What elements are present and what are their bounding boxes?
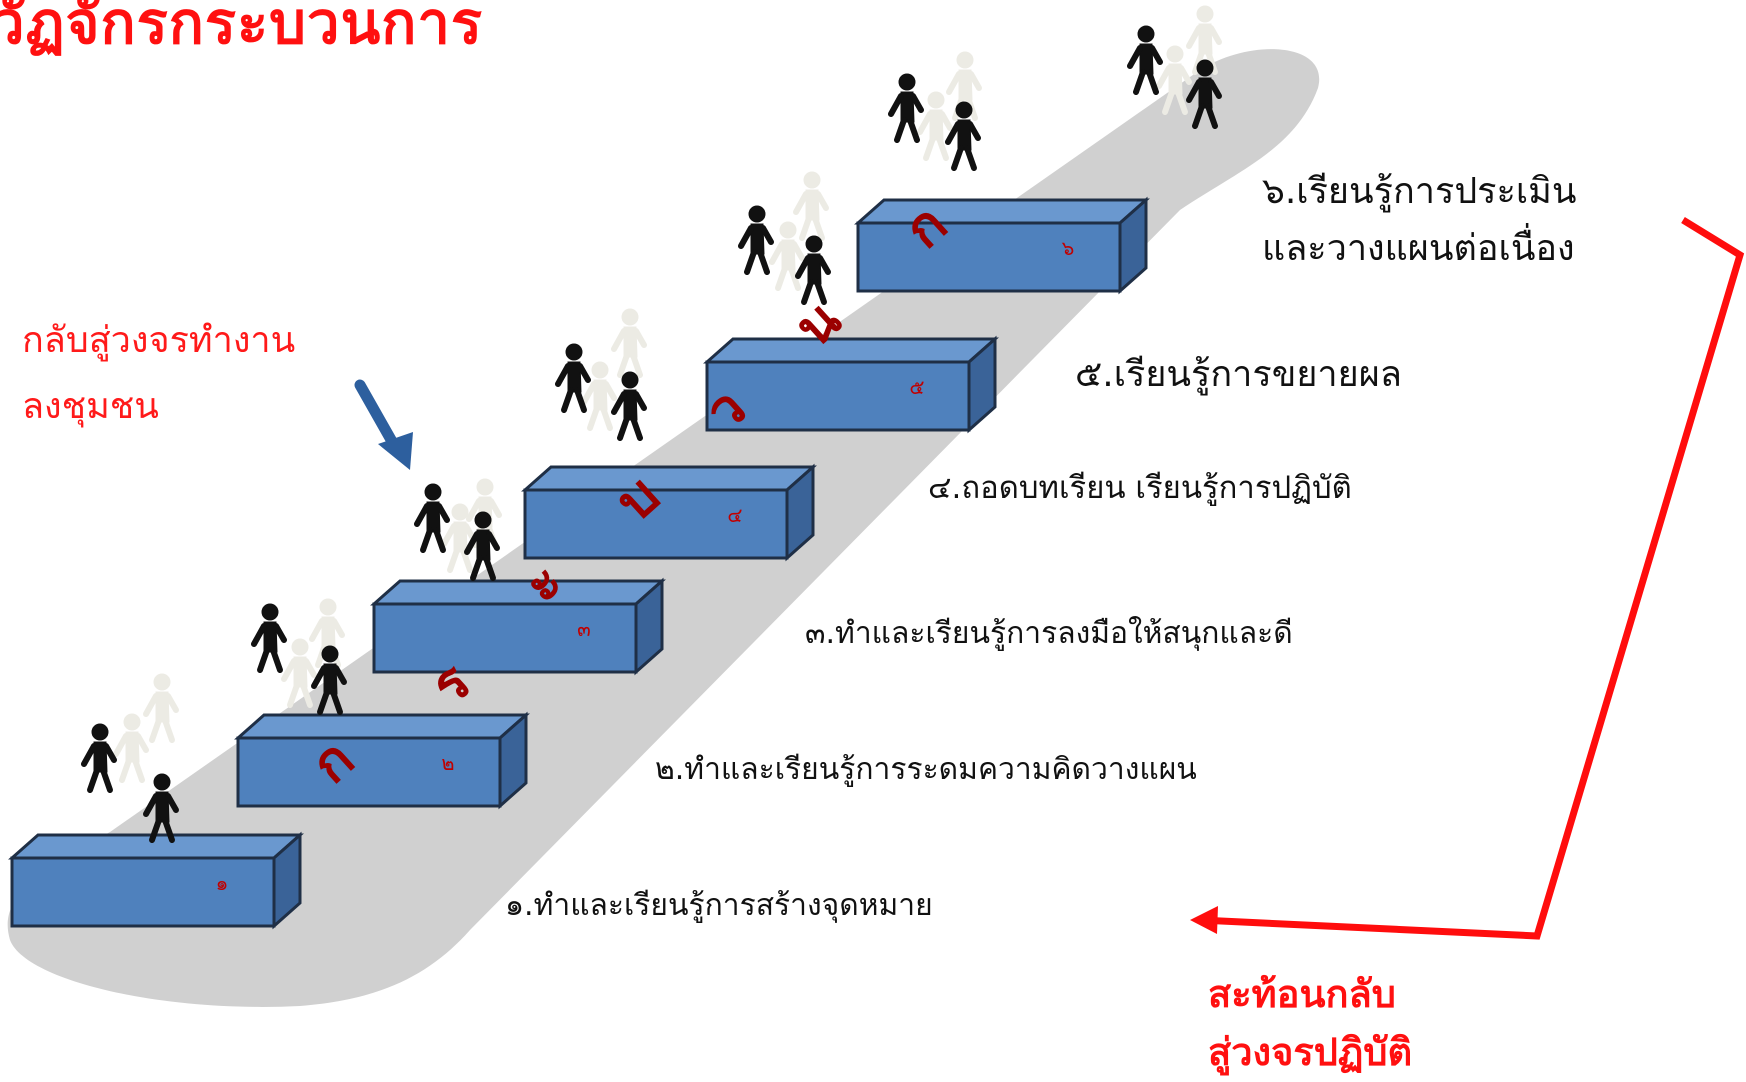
walking-person-icon bbox=[796, 172, 826, 238]
step-2-box: ๒ bbox=[234, 711, 530, 810]
walking-person-icon bbox=[741, 206, 771, 272]
reflect-back-note: สะท้อนกลับ สู่วงจรปฏิบัติ bbox=[1208, 965, 1412, 1081]
walking-person-icon bbox=[417, 484, 447, 550]
reflect-note-line1: สะท้อนกลับ bbox=[1208, 972, 1396, 1016]
walking-person-icon bbox=[614, 309, 644, 375]
walking-person-icon bbox=[920, 92, 950, 158]
step-5-box: ๕ bbox=[703, 335, 999, 434]
step-1-label: ๑.ทำและเรียนรู้การสร้างจุดหมาย bbox=[505, 888, 933, 923]
walking-person-icon bbox=[1130, 26, 1160, 92]
step-5-label: ๕.เรียนรู้การขยายผล bbox=[1075, 354, 1402, 395]
side-note-line1: กลับสู่วงจรทำงาน bbox=[22, 320, 296, 361]
return-to-cycle-note: กลับสู่วงจรทำงาน ลงชุมชน bbox=[22, 308, 295, 440]
reflect-note-line2: สู่วงจรปฏิบัติ bbox=[1208, 1030, 1413, 1074]
step-3-label: ๓.ทำและเรียนรู้การลงมือให้สนุกและดี bbox=[805, 616, 1293, 651]
step-1-number: ๑ bbox=[216, 871, 229, 895]
walking-person-icon bbox=[891, 74, 921, 140]
step-6-label-line2: และวางแผนต่อเนื่อง bbox=[1262, 228, 1575, 269]
page-title: วัฏจักรกระบวนการ bbox=[0, 0, 484, 57]
step-4-number: ๔ bbox=[727, 503, 742, 527]
step-3-box: ๓ bbox=[370, 577, 666, 676]
step-6-label: ๖.เรียนรู้การประเมิน และวางแผนต่อเนื่อง bbox=[1262, 163, 1642, 277]
step-3-number: ๓ bbox=[577, 617, 591, 641]
red-return-arrow-icon bbox=[1190, 217, 1745, 940]
walking-person-icon bbox=[146, 674, 176, 740]
step-4-box: ๔ bbox=[521, 463, 817, 562]
step-4-label: ๔.ถอดบทเรียน เรียนรู้การปฏิบัติ bbox=[928, 470, 1352, 506]
walking-person-icon bbox=[284, 639, 314, 705]
step-2-label: ๒.ทำและเรียนรู้การระดมความคิดวางแผน bbox=[655, 752, 1197, 787]
walking-person-icon bbox=[116, 714, 146, 780]
blue-arrow-icon bbox=[354, 379, 413, 470]
walking-person-icon bbox=[254, 604, 284, 670]
walking-person-icon bbox=[584, 362, 614, 428]
side-note-line2: ลงชุมชน bbox=[22, 386, 159, 427]
step-6-number: ๖ bbox=[1062, 236, 1075, 260]
walking-person-icon bbox=[614, 372, 644, 438]
step-2-number: ๒ bbox=[441, 751, 454, 775]
walking-person-icon bbox=[558, 344, 588, 410]
step-6-label-line1: ๖.เรียนรู้การประเมิน bbox=[1262, 171, 1577, 212]
step-5-number: ๕ bbox=[909, 375, 924, 399]
walking-person-icon bbox=[84, 724, 114, 790]
step-1-box: ๑ bbox=[8, 831, 304, 930]
step-6-box: ๖ bbox=[854, 196, 1150, 295]
